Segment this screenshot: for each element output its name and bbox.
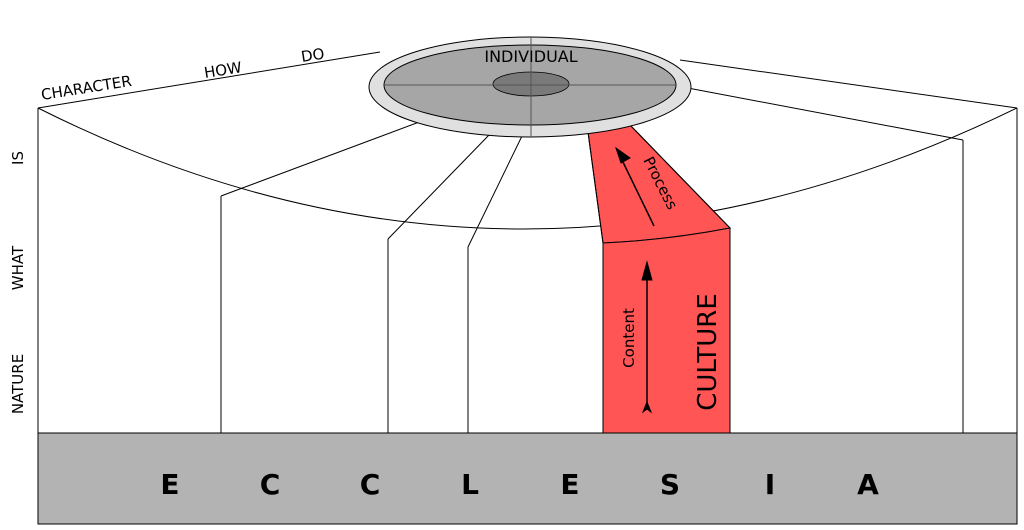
individual-label: INDIVIDUAL <box>484 47 577 66</box>
ecclesia-letter: E <box>160 468 179 501</box>
top-edge-right <box>679 59 1018 109</box>
ecclesia-letter: S <box>660 468 680 501</box>
ecclesia-letter: E <box>560 468 579 501</box>
top-front-curve <box>37 107 1018 230</box>
radial-line-1 <box>220 117 431 197</box>
top-edge-left <box>37 51 381 109</box>
ecclesia-letter: A <box>857 468 879 501</box>
nature-label: NATURE <box>9 354 27 414</box>
radial-line-5 <box>629 124 731 229</box>
ecclesia-letter: C <box>360 468 381 501</box>
content-arrow-head <box>641 260 653 281</box>
ecclesia-base <box>37 432 1018 525</box>
ecclesia-letter: L <box>461 468 479 501</box>
ecclesia-letter: C <box>260 468 281 501</box>
content-arrow-tail <box>641 400 653 414</box>
process-arrow-head <box>615 146 631 164</box>
what-label: WHAT <box>9 245 27 290</box>
radial-line-4 <box>587 131 604 244</box>
ecclesia-letter: I <box>765 468 775 501</box>
culture-column <box>602 227 731 434</box>
radial-line-6 <box>671 84 964 141</box>
is-label: IS <box>9 151 27 165</box>
culture-label: CULTURE <box>693 293 723 411</box>
process-arrow-line <box>621 159 655 227</box>
radial-line-2 <box>387 133 491 240</box>
content-label: Content <box>620 308 638 368</box>
how-label: HOW <box>203 58 243 82</box>
do-label: DO <box>300 45 326 66</box>
radial-line-3 <box>467 135 523 248</box>
ecclesia-letters: E C C L E S I A <box>160 468 879 501</box>
character-label: CHARACTER <box>40 72 133 104</box>
